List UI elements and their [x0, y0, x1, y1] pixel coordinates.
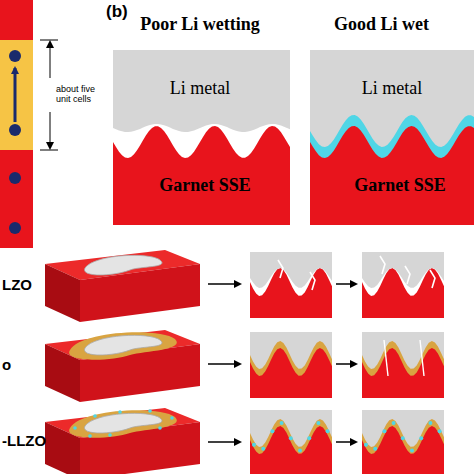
- atom-dot: [9, 124, 21, 136]
- li-metal-region: Li metal: [166, 76, 234, 101]
- garnet-section: [250, 410, 332, 474]
- process-arrow: [208, 283, 240, 285]
- process-arrow: [208, 441, 240, 443]
- li-metal-region: Li metal: [358, 76, 426, 101]
- bracket: [40, 40, 58, 41]
- garnet-section: [362, 332, 444, 398]
- li-metal-section: [250, 410, 332, 447]
- dopant-dot: [158, 426, 162, 430]
- crack: [310, 272, 315, 290]
- atom-dot: [9, 50, 21, 62]
- process-arrow: [336, 441, 356, 443]
- interlayer: [310, 50, 474, 158]
- coating-section: [362, 410, 444, 454]
- dimension-note: about five unit cells: [56, 84, 112, 105]
- wetting-gap: [362, 252, 444, 296]
- crack: [384, 340, 388, 376]
- dopant-dot: [364, 443, 368, 447]
- dopant-dot: [148, 409, 152, 413]
- li-metal-section: [362, 252, 444, 288]
- dopant-dot: [118, 410, 122, 414]
- lattice-strip: [0, 0, 33, 248]
- li-metal-section: [362, 410, 444, 447]
- layer-label: Garnet SSE: [354, 175, 446, 196]
- dopant-dot: [73, 426, 77, 430]
- atom-dot: [9, 172, 21, 184]
- garnet-layer: [310, 50, 474, 225]
- interface-band: [0, 40, 33, 150]
- layer-label: Li metal: [170, 78, 230, 99]
- heading: Good Li wet: [334, 14, 429, 35]
- coating-layer: [69, 410, 177, 438]
- li-metal-section: [250, 332, 332, 369]
- row-label: LZO: [2, 276, 32, 293]
- li-metal-droplet: [85, 255, 162, 275]
- wetting-gap: [250, 252, 332, 296]
- dopant-dot: [419, 436, 423, 440]
- dopant-dot: [270, 429, 274, 433]
- garnet-region: Garnet SSE: [350, 173, 450, 198]
- coating-layer: [69, 332, 177, 360]
- row-label: -LLZO: [2, 432, 46, 449]
- crack: [405, 266, 410, 284]
- diffusion-arrow: [14, 68, 17, 122]
- garnet-section: [250, 332, 332, 398]
- crack: [430, 270, 435, 288]
- dopant-dot: [438, 429, 442, 433]
- crack: [420, 340, 424, 376]
- bracket: [40, 150, 58, 151]
- layer-label: Garnet SSE: [159, 175, 251, 196]
- garnet-section: [250, 252, 332, 318]
- layer-label: Li metal: [362, 78, 422, 99]
- dopant-dot: [93, 414, 97, 418]
- dopant-dot: [373, 447, 377, 451]
- bracket: [50, 112, 51, 148]
- coating-section: [362, 332, 444, 376]
- crack: [278, 260, 283, 278]
- dopant-dot: [298, 449, 302, 453]
- garnet-block-side: [45, 264, 80, 322]
- garnet-layer: [113, 50, 290, 225]
- dopant-dot: [316, 421, 320, 425]
- li-metal-droplet: [85, 413, 162, 433]
- dopant-dot: [170, 416, 174, 420]
- dopant-dot: [307, 436, 311, 440]
- garnet-section: [362, 252, 444, 318]
- dopant-dot: [261, 447, 265, 451]
- dopant-dot: [326, 429, 330, 433]
- process-arrow: [208, 363, 240, 365]
- row-label: o: [2, 356, 11, 373]
- dopant-dot: [88, 434, 92, 438]
- coating-section: [250, 410, 332, 454]
- coating-section: [250, 332, 332, 376]
- garnet-region: Garnet SSE: [155, 173, 255, 198]
- dopant-dot: [252, 443, 256, 447]
- atom-dot: [9, 222, 21, 234]
- heading: (b): [106, 2, 128, 22]
- li-metal-droplet: [85, 335, 162, 355]
- dopant-dot: [392, 421, 396, 425]
- li-metal-section: [250, 252, 332, 288]
- dopant-dot: [401, 436, 405, 440]
- li-metal-layer: [113, 50, 290, 132]
- dopant-dot: [428, 421, 432, 425]
- li-metal-layer: [310, 50, 474, 147]
- dopant-dot: [280, 421, 284, 425]
- heading: Poor Li wetting: [140, 14, 260, 35]
- process-arrow: [336, 283, 356, 285]
- dopant-dot: [108, 433, 112, 437]
- bracket: [50, 42, 51, 78]
- li-metal-section: [362, 332, 444, 369]
- garnet-section: [362, 410, 444, 474]
- dopant-dot: [289, 436, 293, 440]
- wetting-gap: [113, 50, 290, 158]
- process-arrow: [336, 363, 356, 365]
- crack: [380, 256, 385, 274]
- dopant-dot: [382, 429, 386, 433]
- dopant-dot: [410, 449, 414, 453]
